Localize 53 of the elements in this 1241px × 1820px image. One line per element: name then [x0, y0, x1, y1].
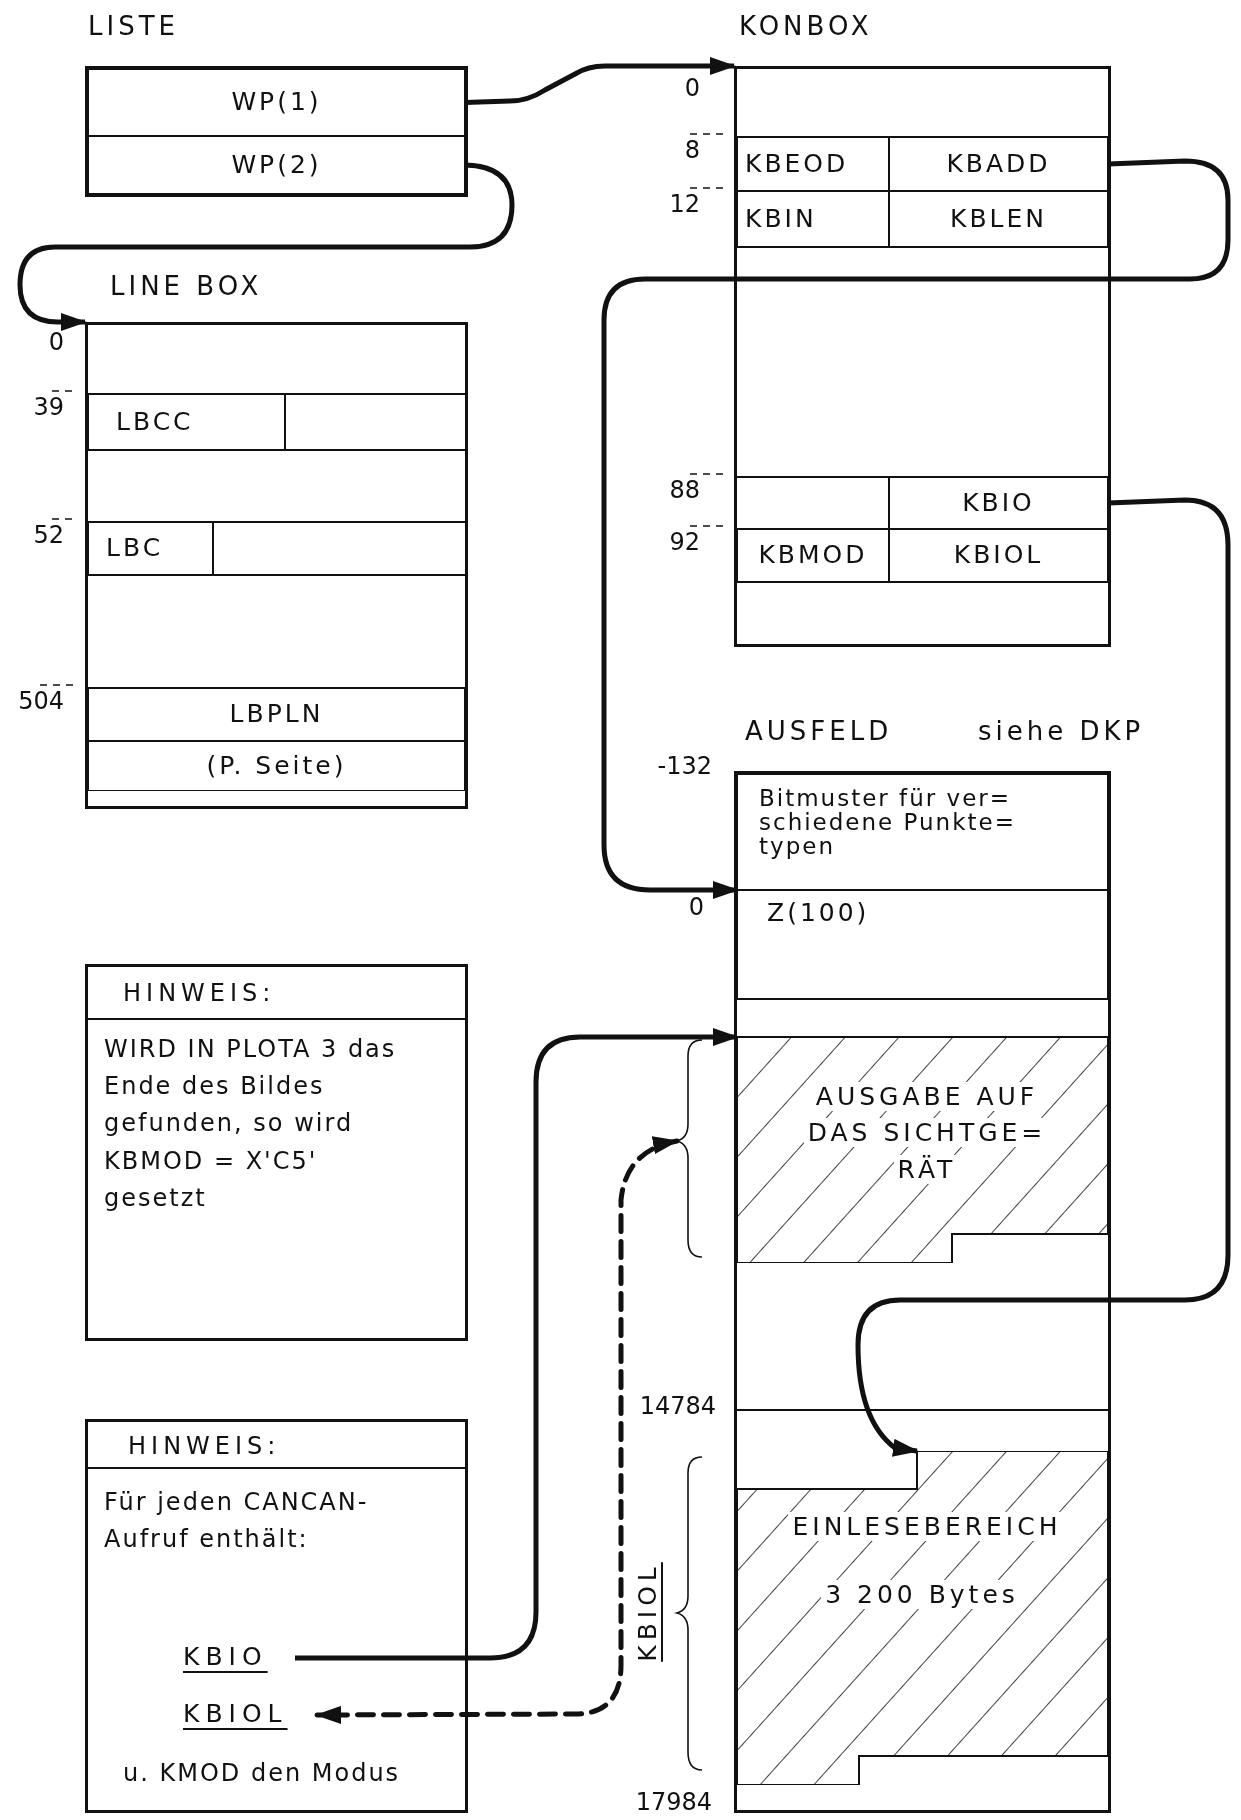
field-label: WP(2) [231, 151, 322, 179]
arrow [855, 497, 1231, 1457]
offset-label: 504 [18, 687, 64, 715]
field-label: KBMOD [758, 542, 868, 569]
field-label: Bitmuster für ver= schiedene Punkte= typen [759, 786, 1017, 859]
block-note: siehe DKP [978, 716, 1145, 746]
field-name: KBIOL [183, 1697, 317, 1733]
field-label: KBIOL [953, 542, 1044, 569]
offset-label: 92 [669, 528, 700, 556]
field-label: LBC [106, 535, 164, 562]
block-title: AUSFELD [745, 716, 893, 746]
memory-field [88, 741, 465, 791]
offset-label: 8 [684, 136, 700, 164]
field-label: KBIO [962, 489, 1035, 517]
memory-field [737, 890, 1108, 999]
field-label: KBADD [946, 150, 1051, 178]
offset-label: -132 [657, 752, 712, 780]
memory-field [88, 136, 465, 194]
field-label: KBEOD [745, 150, 849, 178]
offset-label: 88 [669, 476, 700, 504]
field-label: LBCC [116, 408, 194, 436]
block-title: LINE BOX [110, 271, 263, 301]
note-heading: HINWEIS: [123, 978, 277, 1009]
offset-label: 12 [669, 190, 700, 218]
note-heading: HINWEIS: [128, 1431, 282, 1462]
field-label: Z(100) [767, 900, 870, 927]
field-label: WP(1) [231, 89, 322, 116]
arrow [601, 158, 1231, 899]
block-title: KONBOX [739, 11, 873, 41]
note-box [85, 964, 468, 1341]
dashed-arrow [314, 1137, 680, 1724]
range-label: KBIOL [633, 1562, 663, 1662]
arrow [17, 162, 515, 331]
offset-label: 39 [33, 393, 64, 421]
offset-label: 0 [688, 893, 704, 921]
block-title: LISTE [88, 11, 179, 41]
memory-field [88, 69, 465, 136]
field-label: (P. Seite) [206, 752, 347, 780]
offset-label: 52 [33, 521, 64, 549]
memory-field [88, 688, 465, 741]
memory-field [737, 774, 1108, 890]
field-label: KBLEN [950, 205, 1047, 233]
field-label: KBIN [745, 205, 817, 233]
field-name: KBIO [183, 1640, 295, 1676]
offset-label: 0 [684, 74, 700, 102]
note-text: WIRD IN PLOTA 3 das Ende des Bildes gefunden, so wird KBMOD = X'C5' gesetzt [104, 1034, 398, 1214]
offset-label: 17984 [635, 1788, 712, 1816]
note-box [85, 1419, 468, 1813]
offset-label: 14784 [639, 1392, 716, 1420]
note-text: u. KMOD den Modus [123, 1758, 402, 1789]
field-label: LBPLN [229, 701, 324, 728]
note-text: Für jeden CANCAN-Aufruf enthält: [104, 1487, 370, 1556]
offset-label: 0 [48, 328, 64, 356]
